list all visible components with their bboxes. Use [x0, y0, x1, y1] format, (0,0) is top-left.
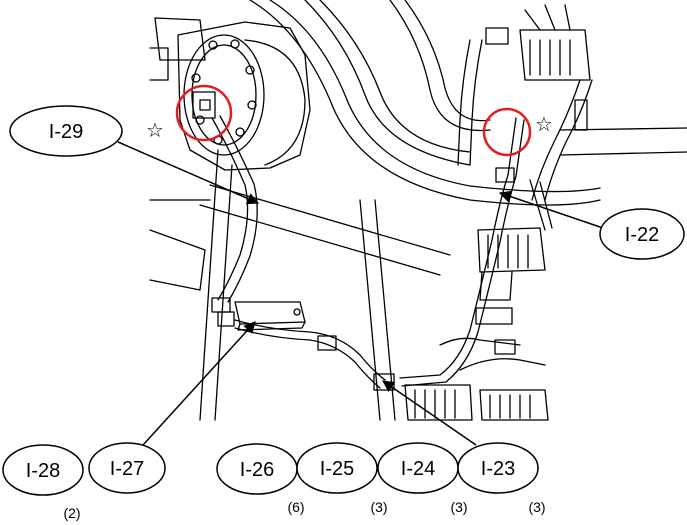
frame-diagonal-2 — [199, 204, 441, 276]
quantity-i24: (3) — [450, 499, 467, 515]
leader-i27 — [142, 321, 256, 446]
callout-i25: I-25 — [296, 442, 378, 494]
fitting-top — [485, 27, 509, 45]
leader-i29 — [117, 141, 260, 205]
hose-clamp-run-1 — [234, 319, 386, 381]
frame-beam-left — [199, 149, 219, 421]
valve-bank-bottom — [404, 337, 549, 421]
hose-large-4 — [319, 0, 471, 153]
star-marker-left: ☆ — [146, 118, 164, 142]
hose-large-5 — [389, 0, 491, 132]
frame-left-plate — [149, 229, 206, 291]
hose-vertical-top — [457, 39, 471, 166]
callout-i28: I-28 — [2, 444, 84, 496]
callout-label: I-23 — [481, 458, 515, 480]
callout-label: I-28 — [26, 460, 60, 482]
callout-label: I-29 — [49, 121, 83, 143]
star-marker-right: ☆ — [535, 112, 553, 136]
frame-bracket-left — [149, 47, 169, 81]
callout-label: I-27 — [110, 458, 144, 480]
valve-bank-top — [519, 4, 687, 201]
machine-drawing — [149, 0, 687, 421]
hose-pump-down-2 — [219, 115, 258, 303]
callout-label: I-25 — [320, 458, 354, 480]
clamp-block — [211, 297, 306, 331]
hose-clamp-run-2 — [234, 327, 381, 389]
highlight-circle-pump-fitting — [175, 84, 233, 142]
hose-large-6 — [404, 0, 491, 122]
callout-i24: I-24 — [377, 442, 459, 494]
callout-label: I-26 — [240, 459, 274, 481]
frame-edge-left — [154, 17, 206, 61]
leader-i22 — [498, 190, 604, 229]
leader-i23 — [382, 380, 477, 446]
pump-housing — [177, 21, 311, 171]
leader-lines — [117, 141, 604, 446]
frame-beam-right — [359, 199, 381, 421]
quantity-i23: (3) — [528, 499, 545, 515]
quantity-i28: (2) — [63, 505, 80, 521]
frame-diagonal-1 — [209, 184, 451, 256]
quantity-i25: (3) — [370, 499, 387, 515]
callout-i27: I-27 — [88, 442, 166, 494]
callout-i23: I-23 — [457, 442, 539, 494]
hose-large-1 — [249, 0, 601, 206]
frame-beam-left-b — [214, 164, 233, 421]
callout-i26: I-26 — [216, 443, 298, 495]
fitting-right-mid — [495, 167, 515, 183]
fitting-lower-mid — [317, 335, 337, 351]
hose-vertical-top-b — [469, 39, 483, 166]
quantity-i26: (6) — [287, 499, 304, 515]
callout-i29: I-29 — [9, 105, 123, 157]
callout-label: I-24 — [401, 458, 435, 480]
callout-label: I-22 — [625, 224, 659, 246]
callout-i22: I-22 — [599, 208, 685, 260]
highlight-circle-right-fitting — [482, 107, 532, 157]
hose-large-3 — [304, 0, 471, 166]
hose-large-2 — [269, 0, 601, 193]
hose-pump-down-1 — [211, 117, 249, 301]
